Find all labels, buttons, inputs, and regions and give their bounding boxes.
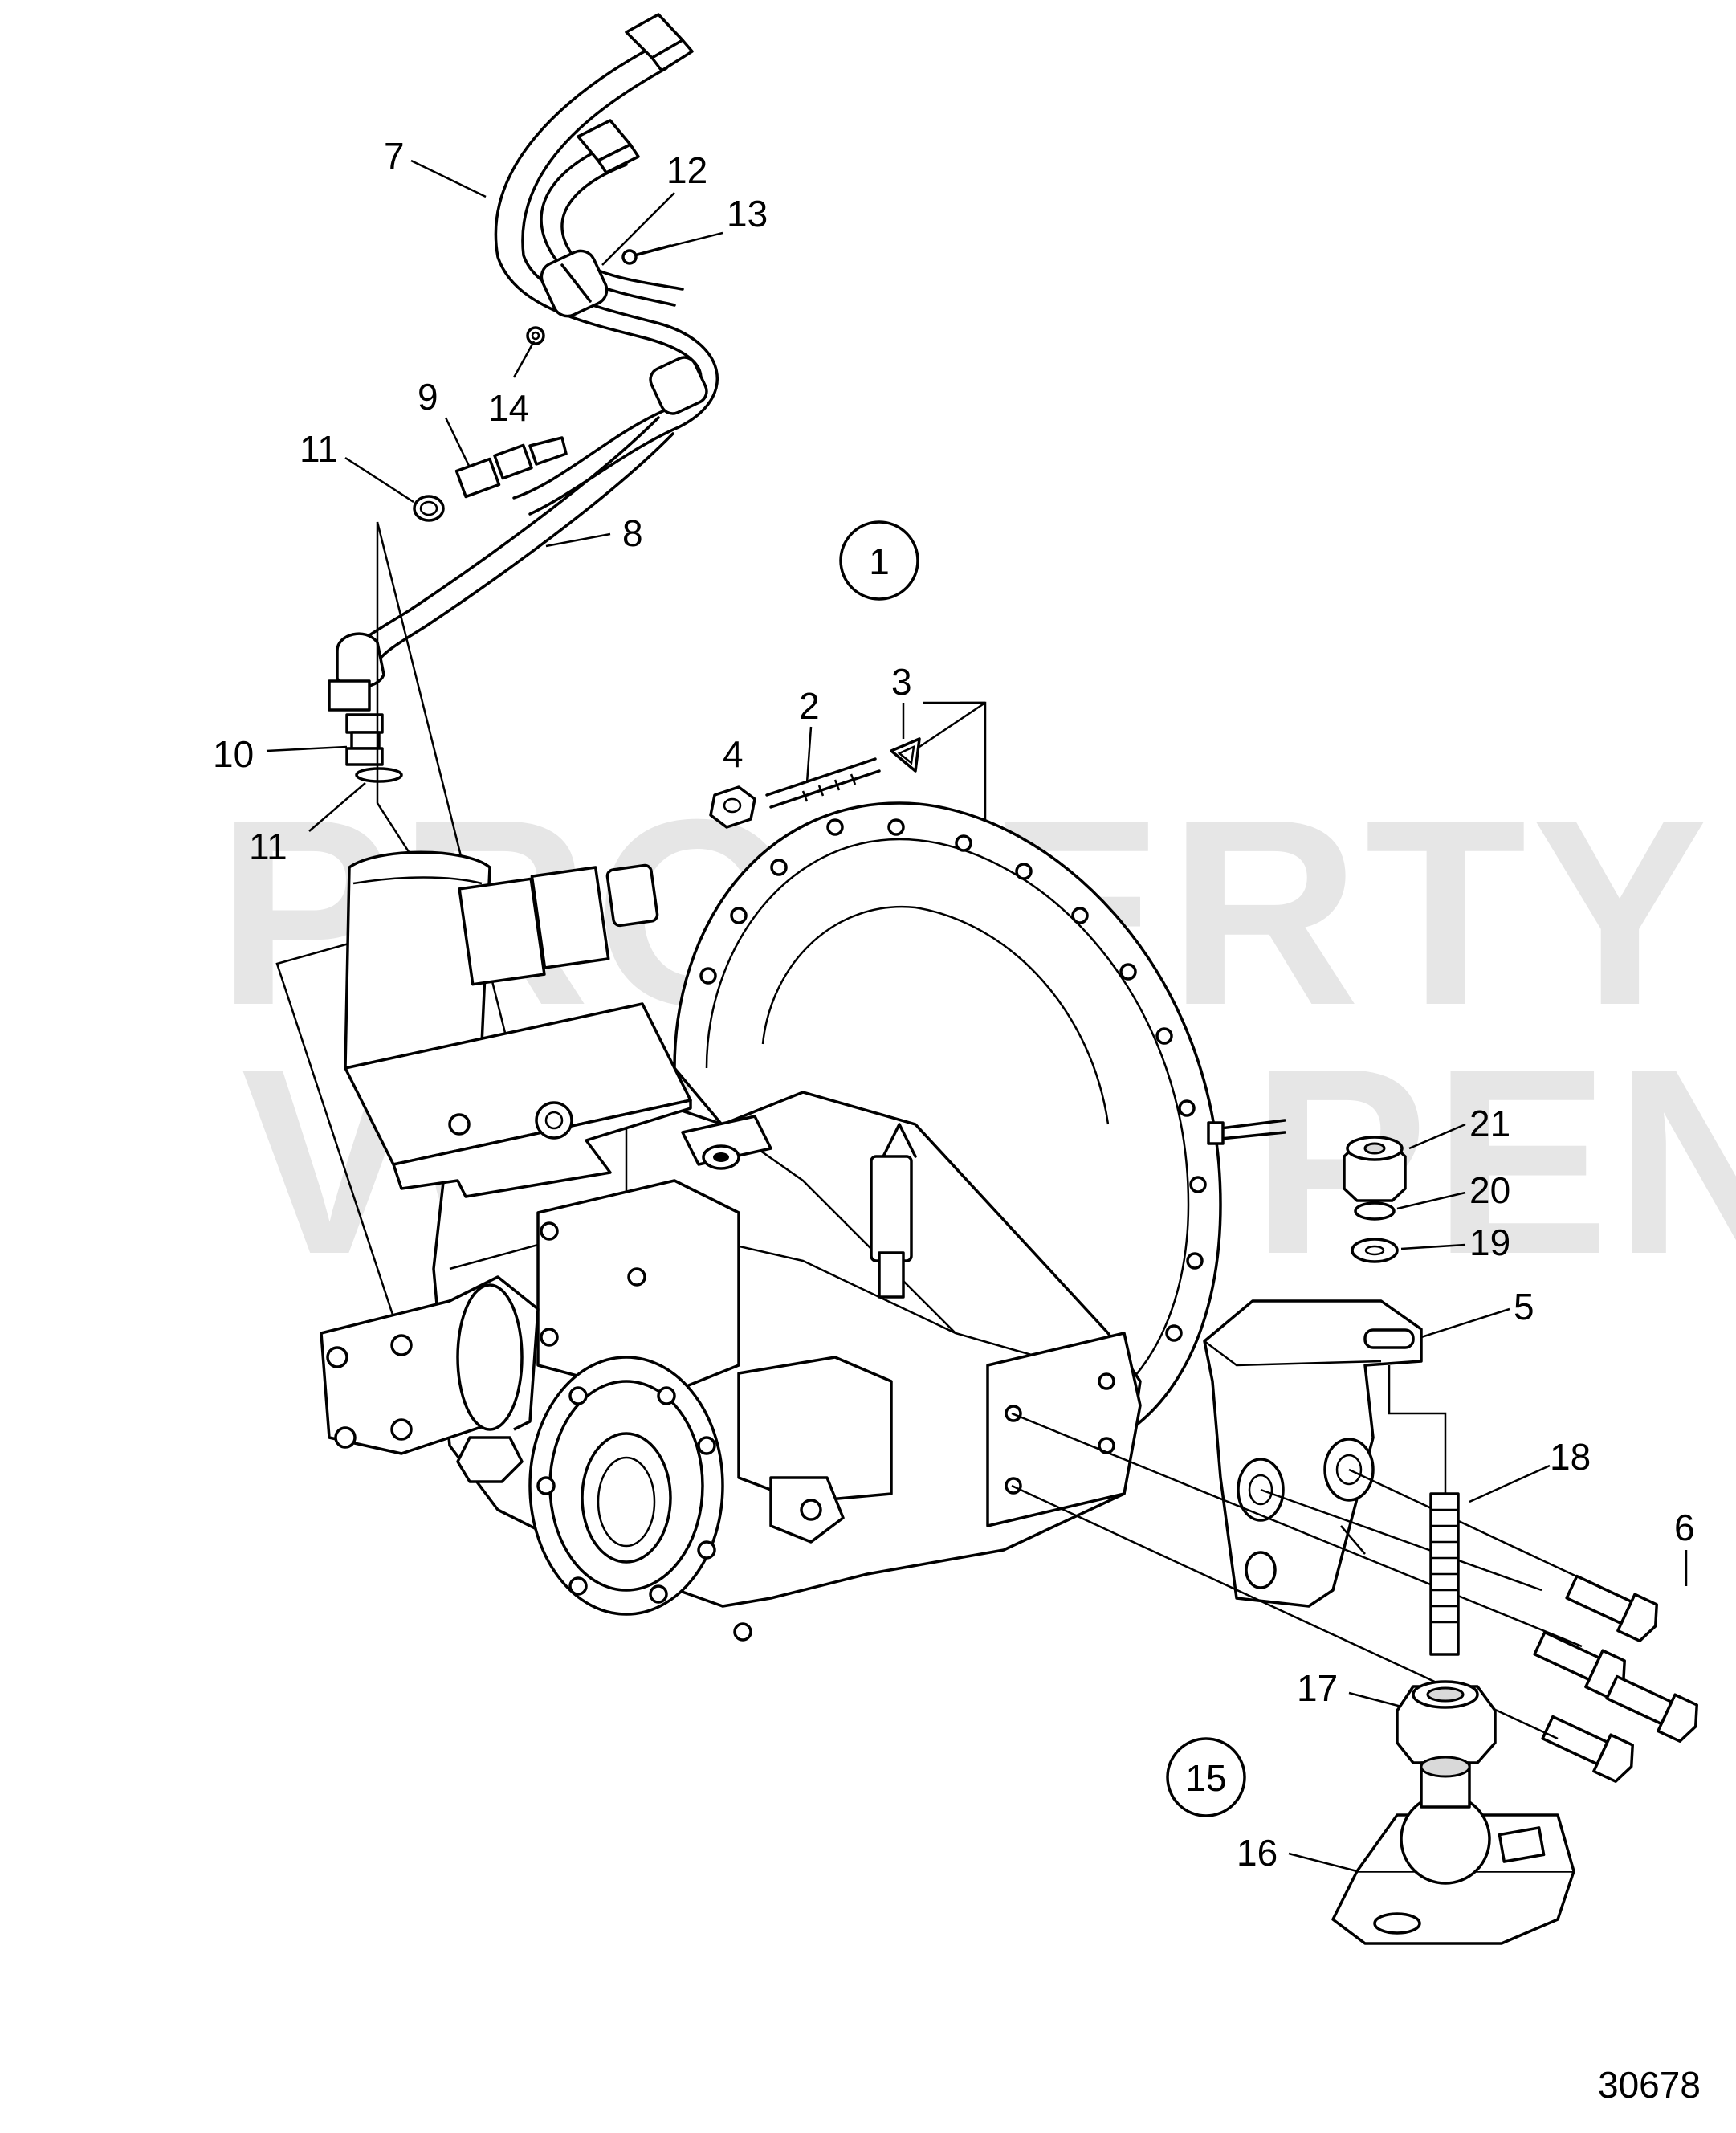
washer-19 (1351, 1238, 1399, 1263)
callout-6: 6 (1674, 1507, 1695, 1548)
callout-5: 5 (1514, 1286, 1534, 1328)
hydraulic-pump (320, 1275, 540, 1483)
callout-17: 17 (1297, 1667, 1338, 1709)
control-valve-block (344, 850, 692, 1198)
nut-4 (709, 785, 756, 829)
o-ring-11-upper (413, 495, 445, 522)
hose-clamp (540, 249, 708, 415)
o-ring-20 (1354, 1201, 1396, 1221)
flange-bolt-holes (699, 818, 1207, 1342)
callout-21: 21 (1469, 1103, 1510, 1144)
callout-18: 18 (1550, 1436, 1591, 1478)
callout-15-marker: 15 (1166, 1737, 1246, 1817)
stud-18 (1388, 1365, 1460, 1656)
elbow-fitting (328, 632, 385, 712)
callout-labels: 7 12 13 14 9 11 8 10 11 2 3 4 21 20 19 5… (213, 135, 1695, 1874)
stud-2 (765, 757, 881, 809)
bolts-6 (1011, 1412, 1698, 1783)
dipstick (870, 1123, 917, 1299)
callout-12: 12 (666, 149, 707, 191)
callout-10: 10 (213, 733, 254, 775)
callout-14: 14 (488, 387, 529, 429)
nut-14 (526, 326, 545, 345)
callout-3: 3 (891, 661, 912, 703)
callout-4: 4 (723, 733, 744, 775)
callout-9: 9 (418, 376, 438, 418)
callout-19: 19 (1469, 1221, 1510, 1263)
nut-17 (1396, 1680, 1497, 1764)
engine-mount-16 (1331, 1756, 1575, 1945)
output-flange (528, 1356, 724, 1616)
callout-11-lower: 11 (249, 826, 287, 867)
hose-fitting-top (577, 13, 694, 174)
callout-13: 13 (727, 193, 768, 235)
callout-7: 7 (384, 135, 405, 177)
nameplate (737, 1356, 893, 1503)
reference-number: 30678 (1598, 2064, 1701, 2106)
adapter-9 (454, 436, 568, 499)
nut-21 (1343, 1136, 1407, 1202)
hose-assembly (328, 13, 719, 783)
mounting-bracket-5 (1203, 1299, 1423, 1608)
gearbox-housing (432, 801, 1286, 1642)
callout-11-upper: 11 (300, 428, 338, 470)
callout-2: 2 (799, 685, 820, 727)
callout-15: 15 (1185, 1757, 1226, 1799)
callout-1: 1 (869, 540, 890, 582)
adapter-10 (345, 713, 384, 766)
callout-8: 8 (622, 512, 643, 554)
rear-mount-pad (986, 1332, 1142, 1527)
callout-16: 16 (1237, 1832, 1278, 1874)
callout-20: 20 (1469, 1169, 1510, 1211)
callout-1-marker: 1 (839, 520, 919, 601)
o-ring-11-lower (355, 767, 403, 783)
washer-3 (890, 737, 921, 773)
